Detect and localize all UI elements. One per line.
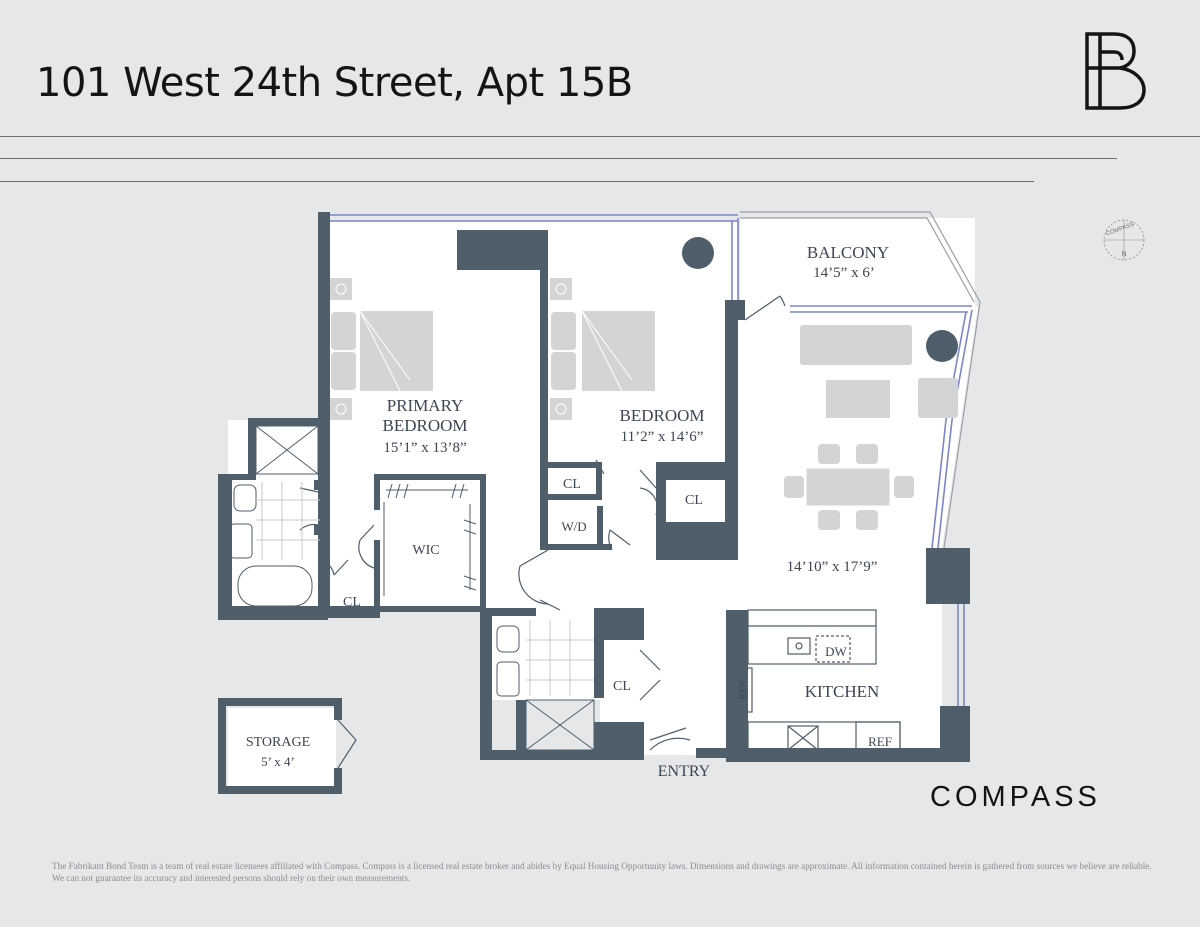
brand-wordmark: COMPASS	[930, 781, 1101, 813]
fb-logo-icon	[1085, 32, 1146, 110]
bedroom-bed	[550, 278, 655, 420]
column	[926, 330, 958, 362]
primary-bedroom-dims: 15’1” x 13’8”	[383, 440, 466, 456]
bath-fixtures	[229, 425, 595, 751]
wic-rods	[383, 483, 477, 596]
primary-bedroom-label-2: BEDROOM	[382, 416, 467, 435]
compass-rose-north: N	[1121, 251, 1126, 258]
refrigerator-label: REF	[868, 734, 892, 749]
balcony-label: BALCONY	[807, 243, 889, 262]
column	[682, 237, 714, 269]
header-rule	[0, 136, 1200, 137]
bedroom-dims: 11’2” x 14’6”	[621, 429, 704, 445]
storage-dims: 5’ x 4’	[261, 754, 295, 769]
washer-dryer-label: W/D	[561, 519, 586, 534]
closet-label-bedroom-2: CL	[685, 493, 703, 508]
closet-label-bedroom: CL	[563, 477, 581, 492]
kitchen-counters	[735, 609, 901, 751]
living-furniture	[784, 325, 958, 530]
entry-label: ENTRY	[658, 763, 711, 780]
primary-bedroom-label-1: PRIMARY	[387, 396, 464, 415]
living-dims: 14’10” x 17’9”	[787, 559, 878, 575]
wic-label: WIC	[412, 543, 439, 558]
disclaimer: The Fabrikant Bond Team is a team of rea…	[52, 861, 1152, 883]
balcony-dims: 14’5” x 6’	[813, 265, 875, 281]
page-title: 101 West 24th Street, Apt 15B	[36, 60, 633, 106]
dishwasher-label: DW	[825, 644, 847, 659]
pantry-label: PAN	[738, 680, 749, 699]
walls	[218, 212, 970, 794]
storage-label: STORAGE	[246, 735, 310, 750]
bedroom-label: BEDROOM	[619, 406, 704, 425]
closet-label-entry: CL	[613, 679, 631, 694]
balcony-outline	[740, 211, 981, 549]
kitchen-label: KITCHEN	[805, 682, 880, 701]
closet-label-primary: CL	[343, 595, 361, 610]
door-swings	[299, 295, 786, 769]
primary-bed	[330, 278, 433, 420]
header-rule-2	[0, 158, 1117, 159]
header-rule-3	[0, 181, 1034, 182]
